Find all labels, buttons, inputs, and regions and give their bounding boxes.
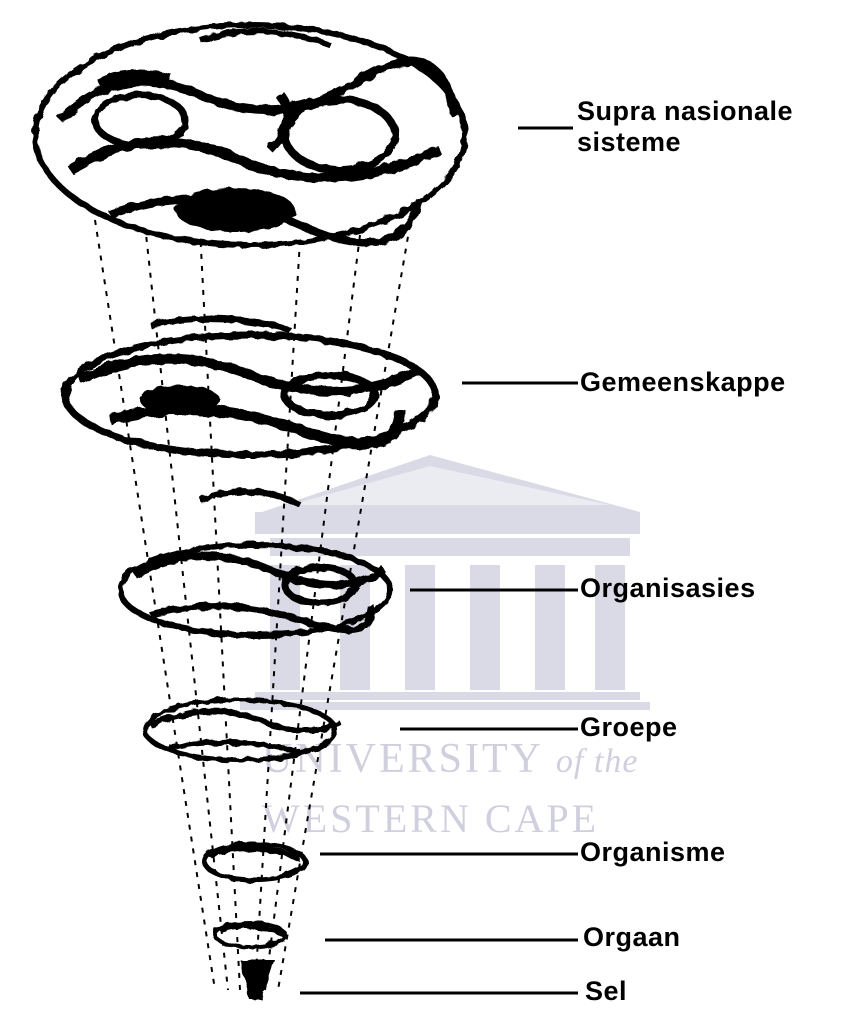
layer-organisasies bbox=[120, 491, 390, 635]
label-orgaan: Orgaan bbox=[583, 922, 681, 953]
label-organisme: Organisme bbox=[580, 837, 726, 868]
label-gemeenskappe: Gemeenskappe bbox=[580, 367, 786, 398]
leader-lines bbox=[300, 128, 578, 993]
label-supra-line1: Supra nasionale bbox=[577, 96, 793, 127]
label-sel: Sel bbox=[585, 976, 627, 1007]
layer-organisme bbox=[205, 844, 305, 880]
layer-orgaan bbox=[215, 923, 285, 947]
layer-supra-nasionale bbox=[35, 25, 465, 245]
label-groepe: Groepe bbox=[580, 712, 678, 743]
layer-sel bbox=[240, 960, 275, 1000]
label-organisasies: Organisasies bbox=[580, 573, 756, 604]
label-supra-line2: sisteme bbox=[577, 127, 793, 158]
label-supra-nasionale: Supra nasionale sisteme bbox=[577, 96, 793, 158]
